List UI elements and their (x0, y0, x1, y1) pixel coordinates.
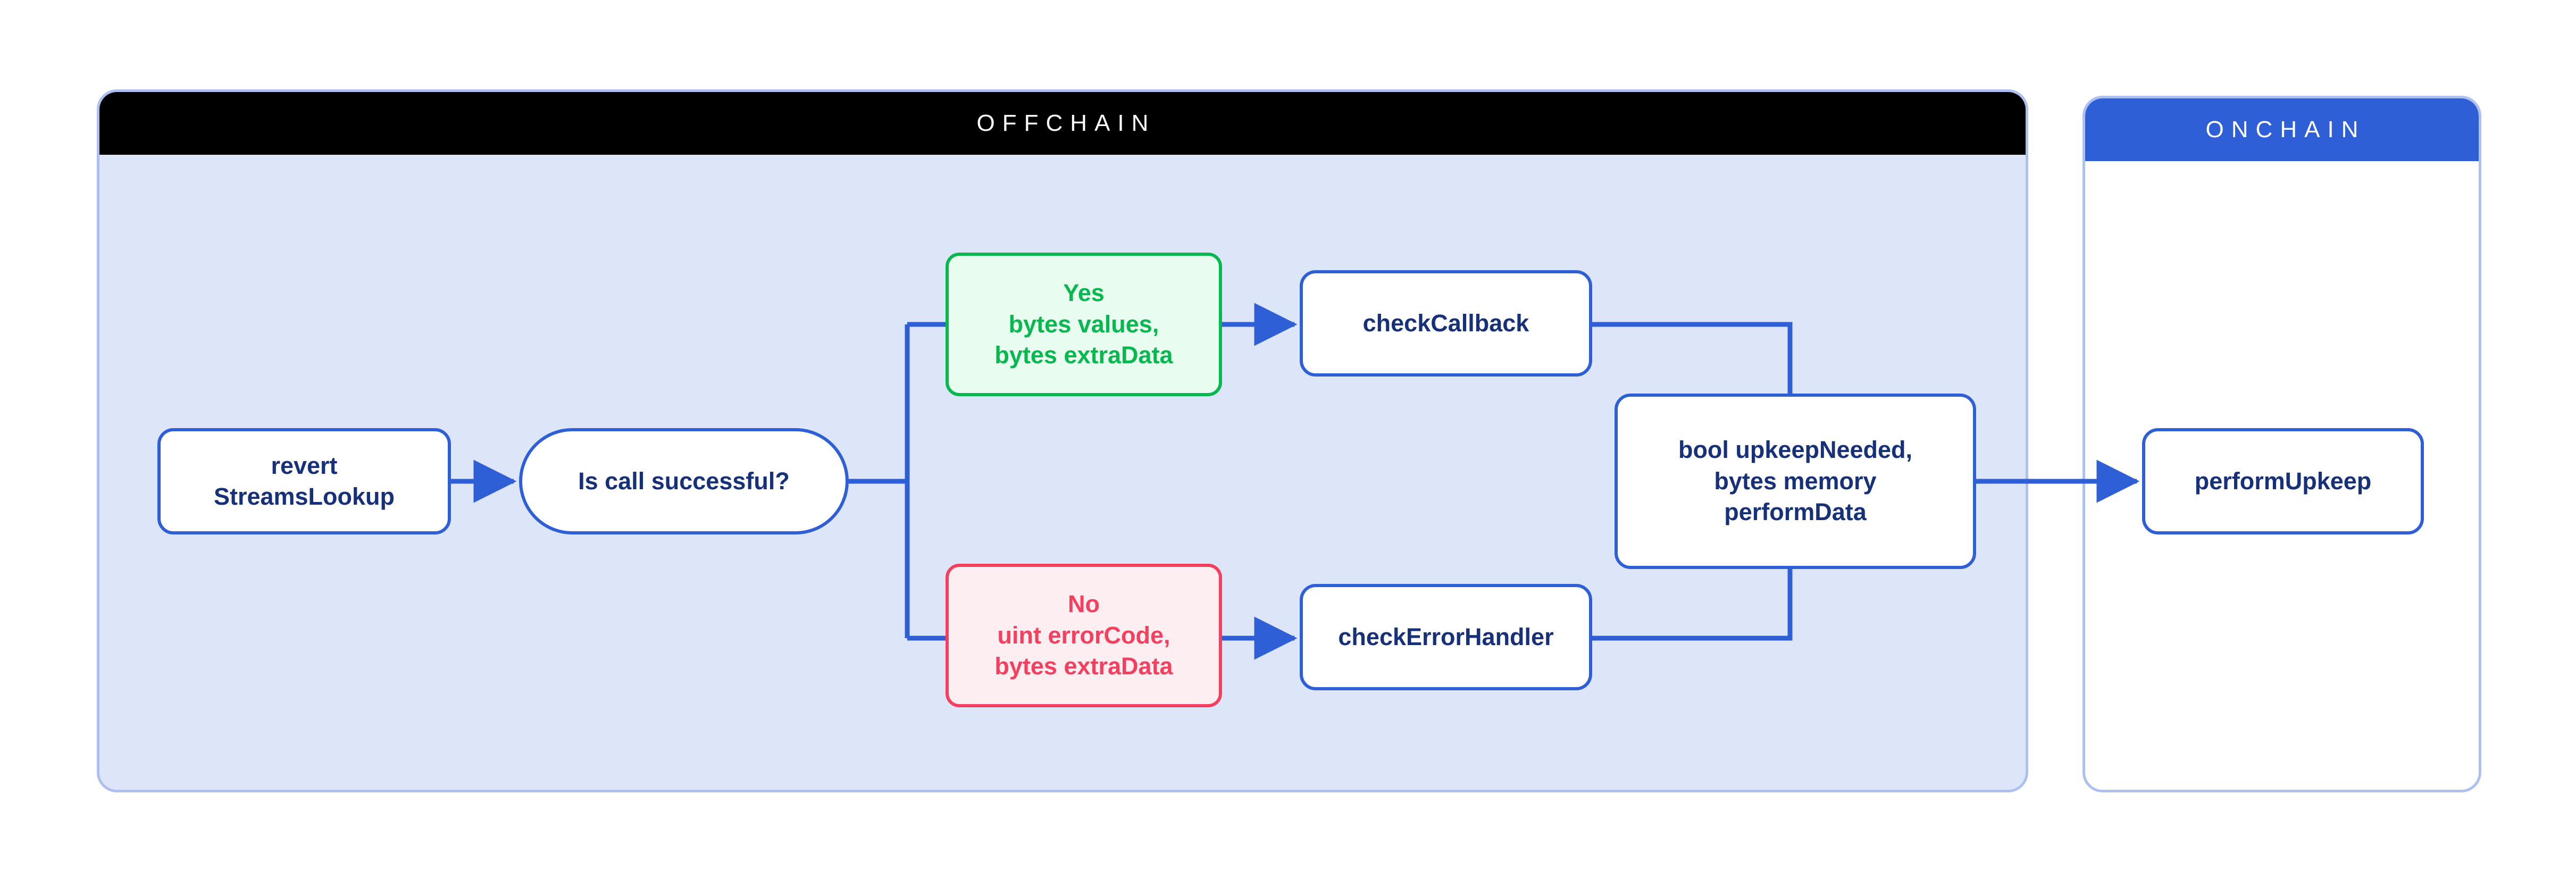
node-yes-branch[interactable]: Yes bytes values, bytes extraData (946, 253, 1222, 396)
node-revert-line-1: revert (271, 452, 338, 479)
node-yes-line-2: bytes values, (1008, 310, 1159, 338)
node-upkeep-line-3: performData (1724, 498, 1867, 526)
node-decision-line-1: Is call successful? (578, 467, 790, 495)
node-perform-upkeep[interactable]: performUpkeep (2142, 428, 2424, 534)
node-no-line-3: bytes extraData (994, 653, 1173, 680)
node-check-callback[interactable]: checkCallback (1300, 270, 1592, 377)
node-check-error-handler[interactable]: checkErrorHandler (1300, 584, 1592, 690)
node-upkeep-line-2: bytes memory (1714, 467, 1877, 495)
node-check-error-handler-label: checkErrorHandler (1338, 623, 1554, 650)
node-check-callback-label: checkCallback (1362, 309, 1529, 337)
node-no-line-2: uint errorCode, (997, 621, 1170, 649)
panel-onchain-header: ONCHAIN (2085, 98, 2479, 161)
node-yes-line-3: bytes extraData (994, 341, 1173, 369)
node-upkeep-needed[interactable]: bool upkeepNeeded, bytes memory performD… (1615, 394, 1976, 569)
node-no-branch[interactable]: No uint errorCode, bytes extraData (946, 564, 1222, 707)
node-yes-line-1: Yes (1063, 279, 1105, 307)
node-revert-line-2: StreamsLookup (213, 483, 395, 510)
node-revert-streamslookup[interactable]: revert StreamsLookup (157, 428, 451, 534)
node-no-line-1: No (1068, 590, 1100, 618)
node-upkeep-line-1: bool upkeepNeeded, (1678, 436, 1913, 464)
panel-offchain-header: OFFCHAIN (99, 92, 2026, 155)
node-is-call-successful[interactable]: Is call successful? (519, 428, 849, 534)
node-perform-upkeep-label: performUpkeep (2194, 467, 2372, 495)
